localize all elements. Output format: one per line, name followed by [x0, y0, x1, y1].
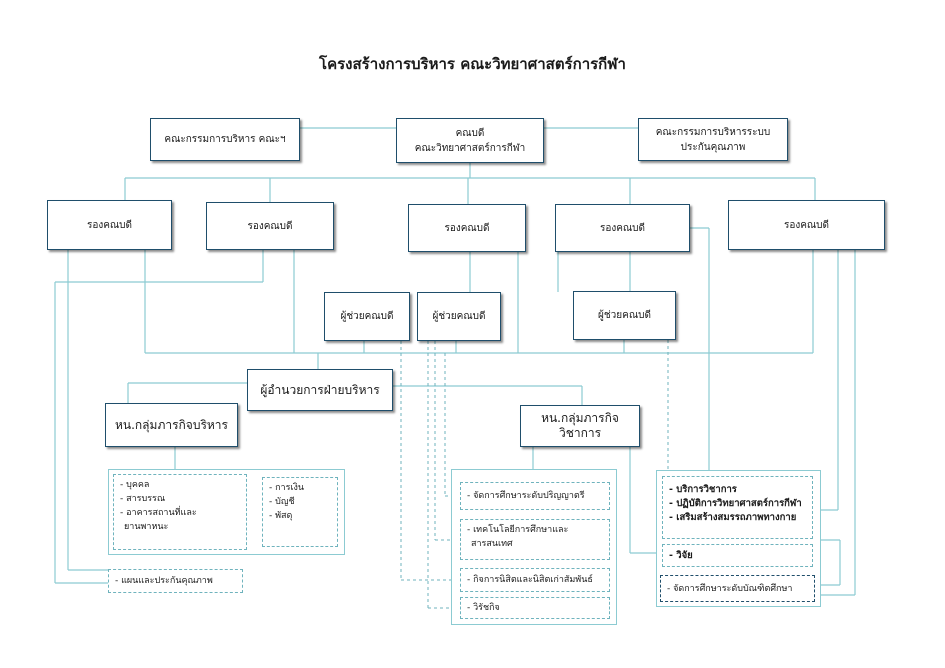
dean-box: คณบดี คณะวิทยาศาสตร์การกีฬา — [396, 118, 544, 163]
graduate-label: - จัดการศึกษาระดับบัณฑิตศึกษา — [667, 583, 793, 594]
edtech-box: - เทคโนโลยีการศึกษาและ สารสนเทศ — [460, 519, 610, 560]
admin-units-left: - บุคคล - สารบรรณ - อาคารสถานที่และ ยานพ… — [113, 474, 247, 550]
qa-committee-box: คณะกรรมการบริหารระบบ ประกันคุณภาพ — [638, 118, 788, 161]
graduate-box: - จัดการศึกษาระดับบัณฑิตศึกษา — [660, 575, 815, 602]
sports-science-lab-label: - ปฏิบัติการวิทยาศาสตร์การกีฬา — [669, 498, 802, 509]
chart-title: โครงสร้างการบริหาร คณะวิทยาศาสตร์การกีฬา — [319, 55, 626, 73]
vice-dean-label: รองคณบดี — [444, 222, 490, 234]
admin-group-head-box: หน.กลุ่มภารกิจบริหาร — [105, 403, 238, 447]
assistant-dean-label: ผู้ช่วยคณบดี — [432, 311, 486, 322]
international-label: - วิรัชกิจ — [467, 603, 500, 613]
international-box: - วิรัชกิจ — [460, 597, 610, 619]
vice-dean-label: รองคณบดี — [247, 220, 293, 232]
vice-dean-box-4: รองคณบดี — [555, 204, 690, 252]
vice-dean-label: รองคณบดี — [783, 219, 830, 231]
vice-dean-label: รองคณบดี — [86, 219, 133, 231]
edtech-label-2: สารสนเทศ — [471, 539, 513, 549]
student-affairs-box: - กิจการนิสิตและนิสิตเก่าสัมพันธ์ — [460, 568, 610, 592]
unit-correspondence: - สารบรรณ — [120, 494, 166, 504]
unit-supplies: - พัสดุ — [269, 511, 293, 521]
unit-vehicles: ยานพาหนะ — [124, 522, 169, 532]
vice-dean-box-5: รองคณบดี — [728, 200, 885, 250]
unit-finance: - การเงิน — [269, 483, 305, 493]
academic-group-head-box: หน.กลุ่มภารกิจวิชาการ — [520, 405, 640, 447]
student-affairs-label: - กิจการนิสิตและนิสิตเก่าสัมพันธ์ — [467, 575, 593, 585]
undergrad-box: - จัดการศึกษาระดับปริญญาตรี — [460, 482, 610, 510]
vice-dean-label: รองคณบดี — [599, 222, 646, 234]
unit-accounting: - บัญชี — [269, 497, 295, 507]
assistant-dean-box-1: ผู้ช่วยคณบดี — [324, 292, 410, 341]
unit-buildings: - อาคารสถานที่และ — [120, 508, 197, 518]
admin-director-label: ผู้อำนวยการฝ่ายบริหาร — [260, 382, 380, 397]
undergrad-label: - จัดการศึกษาระดับปริญญาตรี — [467, 491, 585, 501]
admin-director-box: ผู้อำนวยการฝ่ายบริหาร — [247, 369, 393, 411]
research-box: - วิจัย — [662, 544, 813, 567]
academic-service-label: - บริการวิชาการ — [669, 484, 737, 495]
services-box: - บริการวิชาการ - ปฏิบัติการวิทยาศาสตร์ก… — [662, 476, 813, 539]
executive-committee-label: คณะกรรมการบริหาร คณะฯ — [164, 134, 286, 145]
planning-qa-label: - แผนและประกันคุณภาพ — [115, 576, 213, 586]
executive-committee-box: คณะกรรมการบริหาร คณะฯ — [150, 118, 300, 161]
fitness-label: - เสริมสร้างสมรรถภาพทางกาย — [669, 512, 797, 523]
assistant-dean-label: ผู้ช่วยคณบดี — [340, 311, 394, 322]
admin-group-head-label: หน.กลุ่มภารกิจบริหาร — [114, 417, 228, 432]
dean-label: คณบดี — [455, 127, 485, 139]
qa-committee-label-1: คณะกรรมการบริหารระบบ — [655, 126, 771, 138]
qa-committee-label-2: ประกันคุณภาพ — [680, 141, 746, 153]
edtech-label-1: - เทคโนโลยีการศึกษาและ — [467, 525, 569, 535]
unit-personnel: - บุคคล — [120, 480, 150, 490]
vice-dean-box-3: รองคณบดี — [408, 204, 526, 252]
academic-group-head-label: หน.กลุ่มภารกิจวิชาการ — [541, 411, 619, 440]
assistant-dean-box-3: ผู้ช่วยคณบดี — [573, 291, 676, 340]
assistant-dean-label: ผู้ช่วยคณบดี — [598, 310, 651, 321]
research-label: - วิจัย — [669, 549, 693, 561]
dean-faculty-label: คณะวิทยาศาสตร์การกีฬา — [414, 142, 526, 154]
assistant-dean-box-2: ผู้ช่วยคณบดี — [417, 292, 501, 341]
planning-qa-box: - แผนและประกันคุณภาพ — [108, 569, 243, 593]
vice-dean-box-1: รองคณบดี — [47, 200, 172, 250]
vice-dean-box-2: รองคณบดี — [206, 202, 334, 250]
admin-units-right: - การเงิน - บัญชี - พัสดุ — [262, 477, 338, 547]
